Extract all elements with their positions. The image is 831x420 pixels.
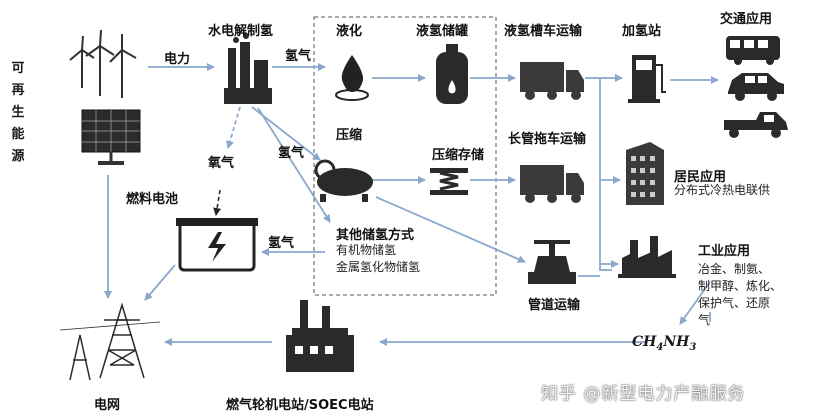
pipeline-valve-icon: [528, 240, 576, 284]
electrolysis-plant-icon: [224, 33, 272, 104]
truck-icon-tube: [520, 165, 584, 203]
metal-hydride-label: 金属氢化物储氢: [336, 260, 421, 274]
chem-formula-label: CH4NH3: [632, 334, 697, 353]
electrolysis-label: 水电解制氢: [208, 24, 274, 39]
compression-label: 压缩: [336, 128, 363, 143]
power-grid-icon: [59, 302, 161, 381]
electricity-label: 电力: [164, 52, 191, 67]
flow-arrows: [104, 63, 719, 346]
refueling-station-label: 加氢站: [622, 24, 662, 39]
compressed-storage-label: 压缩存储: [432, 148, 485, 163]
industrial-label: 工业应用: [698, 244, 751, 259]
bus-icon: [726, 36, 780, 65]
car-icon: [728, 73, 784, 101]
wind-turbine-icon: [69, 29, 137, 98]
liquid-hydrogen-tank-icon: [436, 44, 468, 104]
liquid-tank-label: 液氢储罐: [416, 24, 469, 39]
compressed-storage-icon: [430, 168, 468, 195]
solar-panel-icon: [81, 109, 141, 165]
hydrogen-label-2: 氢气: [278, 146, 305, 161]
fuel-station-icon: [628, 55, 666, 103]
truck-icon-liquid: [520, 62, 584, 100]
hydrogen-label-3: 氢气: [268, 236, 295, 251]
residential-label: 居民应用: [674, 170, 727, 185]
hydrogen-label-1: 氢气: [285, 49, 312, 64]
industrial-sub-line-2: 制甲醇、炼化、: [698, 279, 783, 293]
watermark: 知乎 @新型电力产融服务: [541, 384, 746, 404]
oxygen-label: 氧气: [208, 156, 235, 171]
industrial-sub-line-3: 保护气、还原: [698, 296, 771, 310]
fuel-cell-battery-icon: [176, 218, 258, 272]
power-grid-label: 电网: [94, 398, 121, 413]
power-plant-icon: [286, 300, 354, 372]
other-storage-label: 其他储氢方式: [336, 228, 415, 243]
renewable-energy-label: 可再生能源: [11, 61, 25, 164]
power-plant-label: 燃气轮机电站/SOEC电站: [226, 398, 374, 413]
industrial-factory-icon: [618, 236, 676, 278]
pickup-truck-icon: [724, 112, 788, 138]
industrial-sub-line-1: 冶金、制氨、: [698, 262, 771, 276]
liquid-truck-label: 液氢槽车运输: [504, 24, 583, 39]
residential-sub-label: 分布式冷热电联供: [674, 183, 771, 197]
residential-building-icon: [626, 142, 664, 205]
droplet-icon: [335, 55, 369, 101]
fuel-cell-label: 燃料电池: [126, 192, 179, 207]
liquefaction-label: 液化: [336, 24, 363, 39]
traffic-application-label: 交通应用: [720, 12, 773, 27]
industrial-sub-line-4: 气: [698, 313, 711, 327]
tube-trailer-label: 长管拖车运输: [508, 132, 587, 147]
pipeline-label: 管道运输: [528, 298, 581, 313]
organic-storage-label: 有机物储氢: [336, 243, 397, 257]
compressor-icon: [314, 159, 373, 202]
